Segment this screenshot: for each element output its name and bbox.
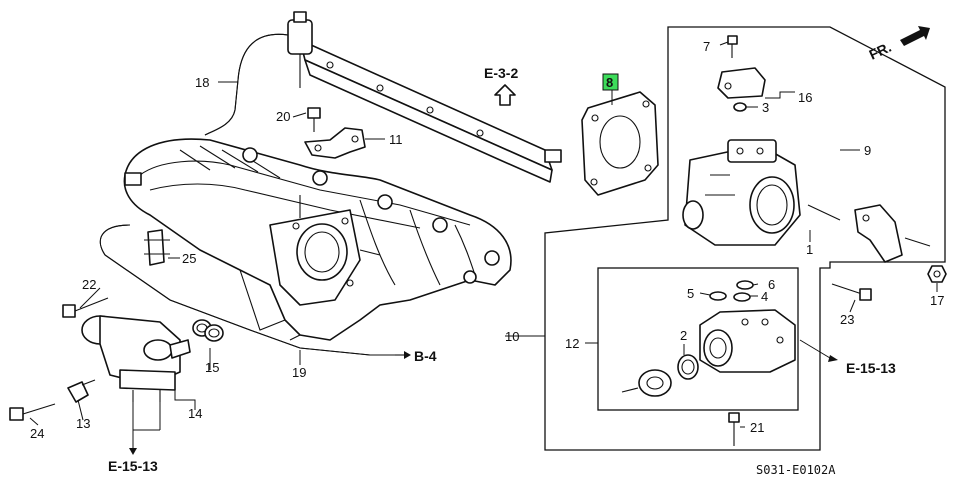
throttle-position-sensor <box>717 67 766 99</box>
cover-plate <box>638 369 672 397</box>
part-label-6: 6 <box>768 277 775 292</box>
part-label-23: 23 <box>840 312 854 327</box>
part-label-7: 7 <box>703 39 710 54</box>
fuel-rail <box>287 11 562 183</box>
part-label-2: 2 <box>680 328 687 343</box>
part-label-17: 17 <box>930 293 944 308</box>
part-label-20: 20 <box>276 109 290 124</box>
part-label-13: 13 <box>76 416 90 431</box>
hose-clip <box>144 229 170 266</box>
part-label-25: 25 <box>182 251 196 266</box>
part-label-1: 1 <box>806 242 813 257</box>
part-label-16: 16 <box>798 90 812 105</box>
connector <box>67 379 96 403</box>
part-label-3: 3 <box>762 100 769 115</box>
o-ring-2 <box>677 354 699 380</box>
part-label-15: 15 <box>205 360 219 375</box>
intake-manifold <box>123 138 512 341</box>
front-direction-arrow <box>900 26 930 46</box>
e-3-2-arrow <box>494 84 516 106</box>
bracket <box>304 127 366 159</box>
e-15-13-arrow-left <box>129 402 161 455</box>
throttle-body-gasket <box>581 91 659 196</box>
bolt-24 <box>9 403 56 421</box>
leader-lines <box>29 41 938 428</box>
throttle-sub-assembly <box>699 309 796 373</box>
ref-e-15-13-right: E-15-13 <box>846 360 896 376</box>
b-4-arrow <box>404 351 411 359</box>
e-15-13-arrow-right <box>828 355 838 362</box>
bolt-21 <box>728 412 740 446</box>
part-label-8: 8 <box>606 75 613 90</box>
idle-air-control-valve <box>81 315 191 402</box>
bolt-22 <box>62 297 109 318</box>
part-label-14: 14 <box>188 406 202 421</box>
part-label-4: 4 <box>761 289 768 304</box>
bolt-20 <box>307 107 321 132</box>
ref-e-3-2: E-3-2 <box>484 65 518 81</box>
sub-assembly-frame <box>597 267 799 411</box>
part-label-11: 11 <box>389 132 403 147</box>
screw-7 <box>727 35 738 58</box>
bolt-23 <box>831 283 872 301</box>
seal-3 <box>733 102 747 112</box>
diagram-code: S031-E0102A <box>756 463 836 477</box>
nut-17 <box>927 265 947 283</box>
part-label-22: 22 <box>82 277 96 292</box>
front-label: FR. <box>867 39 894 63</box>
seal-4 <box>733 292 751 302</box>
part-labels: 18 20 11 25 22 15 14 13 24 19 7 16 3 9 1… <box>30 39 944 441</box>
reference-labels: E-3-2 B-4 E-15-13 E-15-13 FR. S031-E0102… <box>108 39 896 477</box>
part-label-9: 9 <box>864 143 871 158</box>
ref-e-15-13-left: E-15-13 <box>108 458 158 474</box>
o-rings <box>192 319 224 342</box>
seal-6 <box>736 280 754 290</box>
part-label-10: 10 <box>505 329 519 344</box>
part-label-18: 18 <box>195 75 209 90</box>
highlight-badge <box>602 73 619 91</box>
part-label-12: 12 <box>565 336 579 351</box>
part-label-19: 19 <box>292 365 306 380</box>
throttle-body <box>682 139 801 246</box>
seal-5 <box>709 291 727 301</box>
part-label-24: 24 <box>30 426 44 441</box>
throttle-body-assembly-frame <box>544 26 946 451</box>
part-label-21: 21 <box>750 420 764 435</box>
throttle-cable-bracket <box>854 204 903 263</box>
ref-b-4: B-4 <box>414 348 437 364</box>
part-label-5: 5 <box>687 286 694 301</box>
